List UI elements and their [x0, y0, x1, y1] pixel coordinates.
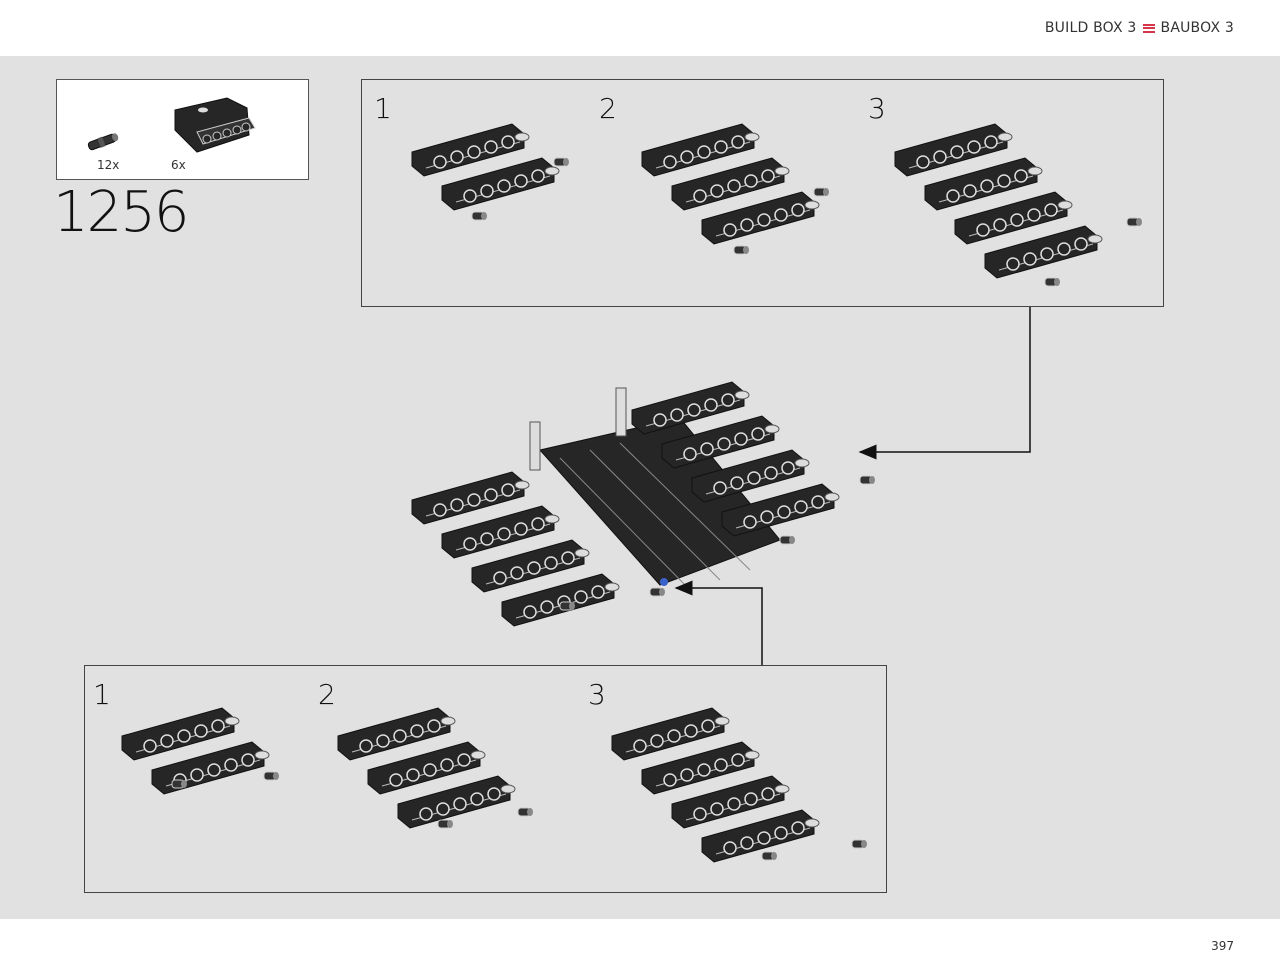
- top-substep-2: 2: [599, 92, 617, 125]
- beam-plate-part-icon: [174, 97, 256, 153]
- top-callout-arrow: [858, 307, 1031, 460]
- bottom-callout-arrow: [674, 580, 763, 665]
- bottom-substep-3-illustration: [611, 707, 868, 863]
- page-footer: 397: [0, 919, 1280, 974]
- bottom-subassembly-box: 1 2 3: [84, 665, 887, 893]
- build-box-en: BUILD BOX 3: [1044, 20, 1137, 36]
- top-substep-1: 1: [374, 92, 392, 125]
- page-header: BUILD BOX 3 BAUBOX 3: [0, 0, 1280, 56]
- top-substep-1-illustration: [411, 123, 570, 221]
- top-substep-3: 3: [868, 92, 886, 125]
- blue-pin-highlight: [660, 578, 668, 586]
- bottom-substep-2: 2: [318, 678, 336, 711]
- top-subassembly-box: 1 2 3: [361, 79, 1164, 307]
- top-substep-2-illustration: [641, 123, 830, 255]
- step-number: 1256: [53, 180, 190, 245]
- bottom-substep-3: 3: [588, 678, 606, 711]
- top-substep-3-illustration: [894, 123, 1143, 287]
- pin-part-icon: [87, 133, 119, 151]
- build-box-de: BAUBOX 3: [1160, 20, 1234, 36]
- flag-icon: [1142, 23, 1155, 33]
- parts-list: 12x 6x: [56, 79, 309, 180]
- main-assembly-illustration: [411, 381, 876, 627]
- bottom-substep-2-illustration: [337, 707, 534, 829]
- beam-plate-qty: 6x: [171, 158, 186, 172]
- axle-left: [529, 421, 541, 471]
- pin-qty: 12x: [97, 158, 120, 172]
- build-box-label: BUILD BOX 3 BAUBOX 3: [1045, 20, 1234, 36]
- bottom-substep-1: 1: [93, 678, 111, 711]
- page-number: 397: [1211, 939, 1234, 953]
- axle-right: [615, 387, 627, 437]
- parts-illustration: [87, 97, 256, 153]
- bottom-substep-1-illustration: [121, 707, 280, 795]
